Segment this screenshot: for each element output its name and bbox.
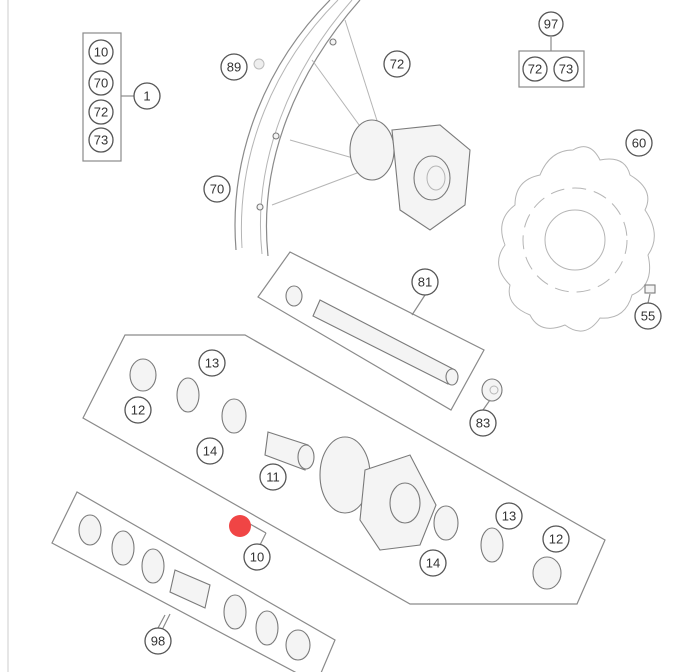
callout-10[interactable]: 10 (250, 550, 264, 565)
group-97-box: 97 72 73 (518, 11, 585, 88)
wheel-hub (349, 119, 471, 231)
callouts: 89 72 70 60 81 55 83 13 12 14 11 10 13 1… (124, 50, 662, 655)
callout-72[interactable]: 72 (528, 62, 542, 77)
callout-11[interactable]: 11 (266, 470, 280, 485)
callout-14[interactable]: 14 (426, 556, 440, 571)
callout-12[interactable]: 12 (549, 532, 563, 547)
callout-89[interactable]: 89 (227, 60, 241, 75)
bearing-kit-box (51, 491, 336, 672)
callout-1[interactable]: 1 (143, 89, 150, 104)
valve-cap-part (253, 58, 265, 70)
callout-83[interactable]: 83 (476, 416, 490, 431)
callout-98[interactable]: 98 (151, 634, 165, 649)
nut-part (481, 378, 503, 402)
callout-60[interactable]: 60 (632, 136, 646, 151)
callout-13[interactable]: 13 (502, 509, 516, 524)
callout-10[interactable]: 10 (94, 45, 108, 60)
callout-70[interactable]: 70 (94, 76, 108, 91)
brake-disc (498, 146, 655, 332)
callout-81[interactable]: 81 (418, 275, 432, 290)
callout-73[interactable]: 73 (94, 133, 108, 148)
callout-73[interactable]: 73 (559, 62, 573, 77)
callout-14[interactable]: 14 (203, 444, 217, 459)
hub-group-box (82, 334, 606, 605)
axle-group-box (257, 251, 485, 411)
disc-bolt-part (644, 284, 656, 294)
callout-55[interactable]: 55 (641, 309, 655, 324)
wheel-rim (234, 0, 381, 257)
callout-97[interactable]: 97 (544, 17, 558, 32)
callout-72[interactable]: 72 (94, 105, 108, 120)
callout-70[interactable]: 70 (210, 182, 224, 197)
callout-72[interactable]: 72 (390, 57, 404, 72)
click-marker (229, 515, 251, 537)
group-1-box: 10 70 72 73 1 (82, 32, 161, 162)
callout-13[interactable]: 13 (205, 356, 219, 371)
callout-12[interactable]: 12 (131, 403, 145, 418)
